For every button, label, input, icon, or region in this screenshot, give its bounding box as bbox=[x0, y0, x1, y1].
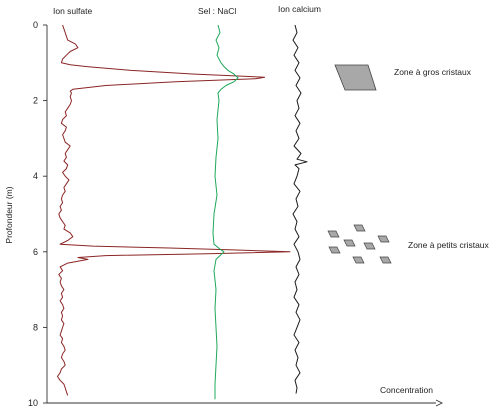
small-crystal-icon bbox=[327, 230, 340, 238]
series-name-0: Ion sulfate bbox=[53, 6, 92, 16]
small-crystal-icon bbox=[352, 256, 365, 264]
annotations: Zone à gros cristaux Zone à petits crist… bbox=[327, 64, 490, 264]
small-crystal-icon bbox=[353, 224, 366, 232]
x-axis-arrow-icon bbox=[435, 399, 444, 407]
small-crystal-icon bbox=[379, 256, 392, 264]
series-lines bbox=[57, 24, 308, 400]
small-crystal-icon bbox=[377, 235, 390, 243]
series-name-1: Sel : NaCl bbox=[198, 6, 236, 16]
small-crystals-group bbox=[327, 224, 392, 264]
x-axis-label: Concentration bbox=[380, 385, 433, 395]
small-crystal-icon bbox=[328, 246, 341, 254]
y-tick-label: 10 bbox=[28, 398, 38, 408]
large-crystal-icon bbox=[334, 64, 377, 91]
annotation-large-crystals: Zone à gros cristaux bbox=[394, 67, 472, 77]
series-names: Ion sulfate Sel : NaCl Ion calcium bbox=[53, 4, 321, 16]
axes bbox=[46, 25, 444, 407]
y-axis-label: Profondeur (m) bbox=[4, 186, 14, 243]
small-crystal-icon bbox=[363, 242, 376, 250]
series-line-2 bbox=[292, 24, 308, 394]
y-tick-label: 8 bbox=[33, 322, 38, 332]
series-name-2: Ion calcium bbox=[278, 4, 321, 14]
y-tick-label: 0 bbox=[33, 20, 38, 30]
series-line-0 bbox=[57, 24, 291, 396]
annotation-small-crystals: Zone à petits cristaux bbox=[408, 240, 490, 250]
y-tick-label: 6 bbox=[33, 247, 38, 257]
y-tick-label: 4 bbox=[33, 171, 38, 181]
y-tick-label: 2 bbox=[33, 96, 38, 106]
small-crystal-icon bbox=[343, 239, 356, 247]
y-ticks: 0 2 4 6 8 10 bbox=[28, 20, 47, 408]
series-line-1 bbox=[212, 24, 239, 400]
